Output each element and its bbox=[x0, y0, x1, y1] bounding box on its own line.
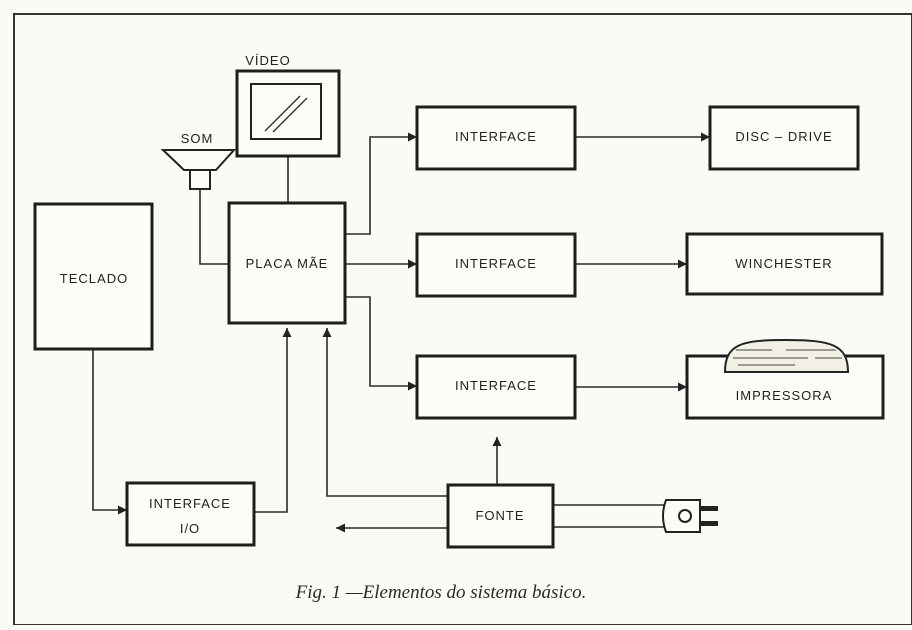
figure-caption: Fig. 1 —Elementos do sistema básico. bbox=[295, 582, 587, 603]
video-monitor: VÍDEO bbox=[235, 53, 341, 158]
power-cable bbox=[553, 504, 666, 528]
speaker-icon: SOM bbox=[160, 131, 237, 190]
label-winchester: WINCHESTER bbox=[735, 256, 832, 271]
label-teclado: TECLADO bbox=[60, 271, 128, 286]
node-impressora: IMPRESSORA bbox=[685, 338, 885, 420]
label-impressora: IMPRESSORA bbox=[736, 388, 833, 403]
connector-som-placa bbox=[199, 189, 229, 265]
node-interface-io: INTERFACE I/O bbox=[125, 481, 256, 547]
label-disc-drive: DISC – DRIVE bbox=[735, 129, 832, 144]
label-interface-io-line2: I/O bbox=[180, 521, 200, 536]
label-interface-2: INTERFACE bbox=[455, 256, 537, 271]
node-disc-drive: DISC – DRIVE bbox=[708, 105, 860, 171]
label-fonte: FONTE bbox=[475, 508, 524, 523]
connector-placa-interface-1 bbox=[345, 132, 417, 235]
node-winchester: WINCHESTER bbox=[685, 232, 884, 296]
connector-fonte-placa bbox=[322, 328, 448, 497]
connector-interface-io-placa bbox=[254, 328, 292, 513]
printer-paper-icon bbox=[723, 338, 850, 373]
label-placa-mae: PLACA MÃE bbox=[246, 256, 329, 271]
label-video: VÍDEO bbox=[245, 53, 290, 68]
label-som: SOM bbox=[181, 131, 214, 146]
node-fonte: FONTE bbox=[446, 483, 555, 549]
node-interface-2: INTERFACE bbox=[415, 232, 577, 298]
label-interface-1: INTERFACE bbox=[455, 129, 537, 144]
label-interface-io-line1: INTERFACE bbox=[149, 496, 231, 511]
node-interface-3: INTERFACE bbox=[415, 354, 577, 420]
node-placa-mae: PLACA MÃE bbox=[227, 201, 347, 325]
node-interface-1: INTERFACE bbox=[415, 105, 577, 171]
connector-placa-interface-3 bbox=[345, 296, 417, 391]
connectors bbox=[92, 132, 710, 533]
connector-teclado-interface-io bbox=[92, 349, 127, 515]
label-interface-3: INTERFACE bbox=[455, 378, 537, 393]
node-teclado: TECLADO bbox=[33, 202, 154, 351]
power-plug-icon bbox=[662, 499, 718, 533]
